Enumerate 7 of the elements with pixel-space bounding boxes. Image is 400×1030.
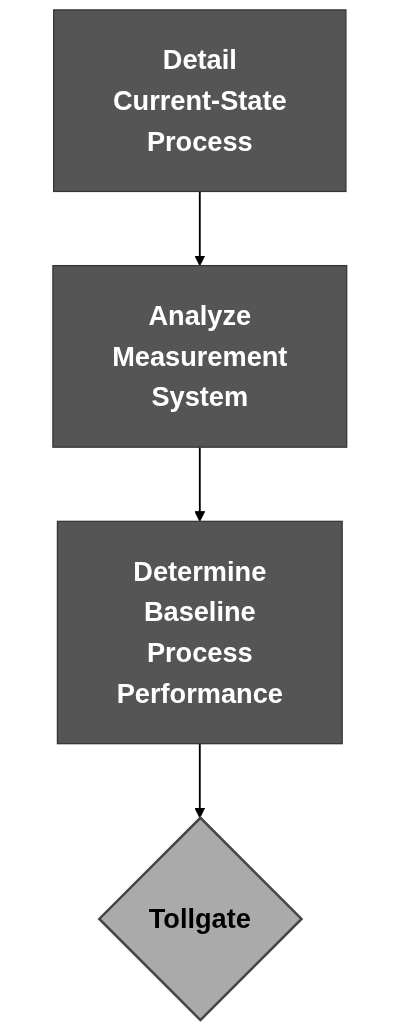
arrow: [194, 742, 206, 819]
arrow: [194, 446, 206, 522]
node-box: Determine Baseline Process Performance: [57, 520, 343, 745]
arrow: [194, 190, 206, 267]
node-box: Analyze Measurement System: [52, 265, 348, 448]
node-diamond: Tollgate: [97, 816, 304, 1022]
node-box: Detail Current-State Process: [53, 9, 347, 193]
